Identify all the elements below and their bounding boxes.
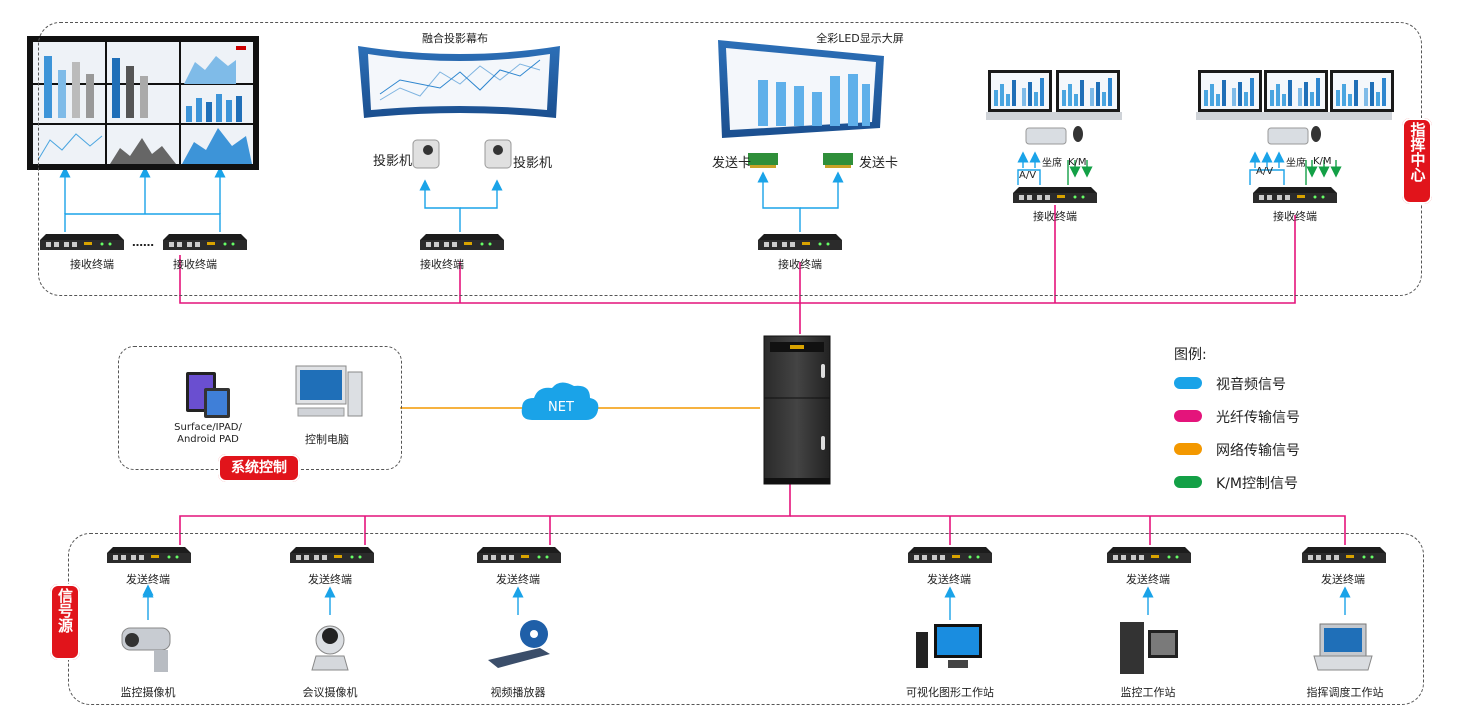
control-pc-label: 控制电脑 xyxy=(305,433,349,446)
projector-label-1: 投影机 xyxy=(373,154,413,169)
conference-camera xyxy=(311,625,349,671)
seat-2-monitors xyxy=(1196,70,1394,145)
sender-label-2: 发送终端 xyxy=(308,573,352,586)
region-system-control xyxy=(118,346,402,470)
receiver-label-5: 接收终端 xyxy=(1033,210,1077,223)
source-label-4: 可视化图形工作站 xyxy=(906,686,994,699)
receiver-label-3: 接收终端 xyxy=(420,258,464,271)
projector-2 xyxy=(484,139,512,169)
receiver-label-6: 接收终端 xyxy=(1273,210,1317,223)
command-center-tag: 指挥中心 xyxy=(1402,118,1432,204)
source-label-6: 指挥调度工作站 xyxy=(1306,686,1384,699)
legend-title: 图例: xyxy=(1174,347,1207,363)
system-control-tag: 系统控制 xyxy=(218,454,300,482)
receiver-label-4: 接收终端 xyxy=(778,258,822,271)
matrix-cabinet xyxy=(763,335,831,485)
surveillance-camera xyxy=(121,627,171,672)
km-label-2: K/M xyxy=(1313,156,1332,167)
seat-label-2: 坐席 xyxy=(1286,158,1306,169)
av-label-2: A/V xyxy=(1256,166,1274,177)
sender-label-4: 发送终端 xyxy=(927,573,971,586)
signal-source-tag-label: 信号源 xyxy=(56,588,74,633)
tablet-label: Surface/IPAD/ Android PAD xyxy=(174,422,242,445)
seat-1-monitors xyxy=(986,70,1122,145)
graphics-workstation xyxy=(916,624,982,668)
send-card-2 xyxy=(823,153,853,168)
source-label-2: 会议摄像机 xyxy=(302,686,358,699)
ellipsis-dots: …… xyxy=(132,236,154,249)
legend-av-swatch xyxy=(1174,377,1202,389)
projector-1 xyxy=(412,139,440,169)
legend-km-swatch xyxy=(1174,476,1202,488)
km-label-1: K/M xyxy=(1068,157,1087,168)
send-card-1 xyxy=(748,153,778,168)
command-center-tag-label: 指挥中心 xyxy=(1408,122,1427,182)
legend-fiber-label: 光纤传输信号 xyxy=(1216,410,1300,426)
legend-fiber-swatch xyxy=(1174,410,1202,422)
legend-net-label: 网络传输信号 xyxy=(1216,443,1300,459)
system-control-tag-label: 系统控制 xyxy=(231,460,287,476)
sender-label-1: 发送终端 xyxy=(126,573,170,586)
control-pc xyxy=(295,365,363,417)
seat-label-1: 坐席 xyxy=(1042,158,1062,169)
send-card-label-1: 发送卡 xyxy=(712,156,752,171)
net-cloud xyxy=(521,382,599,420)
source-label-1: 监控摄像机 xyxy=(120,686,176,699)
receiver-label-2: 接收终端 xyxy=(173,258,217,271)
sender-label-3: 发送终端 xyxy=(496,573,540,586)
send-card-label-2: 发送卡 xyxy=(859,156,899,171)
source-label-5: 监控工作站 xyxy=(1120,686,1176,699)
dispatch-laptop xyxy=(1313,623,1373,671)
legend-av-label: 视音频信号 xyxy=(1216,377,1286,393)
video-player xyxy=(488,620,550,668)
projector-label-2: 投影机 xyxy=(513,156,553,171)
video-wall xyxy=(27,36,259,170)
sender-label-6: 发送终端 xyxy=(1321,573,1365,586)
av-label-1: A/V xyxy=(1019,170,1037,181)
sender-label-5: 发送终端 xyxy=(1126,573,1170,586)
fusion-screen-label: 融合投影幕布 xyxy=(422,32,488,45)
monitoring-workstation xyxy=(1120,622,1178,674)
receiver-label-1: 接收终端 xyxy=(70,258,114,271)
legend-net-swatch xyxy=(1174,443,1202,455)
tablet-devices xyxy=(186,372,230,418)
fusion-screen xyxy=(358,46,560,118)
source-label-3: 视频播放器 xyxy=(490,686,546,699)
signal-source-tag: 信号源 xyxy=(50,584,80,660)
led-screen xyxy=(718,40,884,138)
region-signal-source xyxy=(68,533,1424,705)
legend-km-label: K/M控制信号 xyxy=(1216,476,1298,492)
net-label: NET xyxy=(548,400,574,415)
led-screen-label: 全彩LED显示大屏 xyxy=(816,32,904,45)
